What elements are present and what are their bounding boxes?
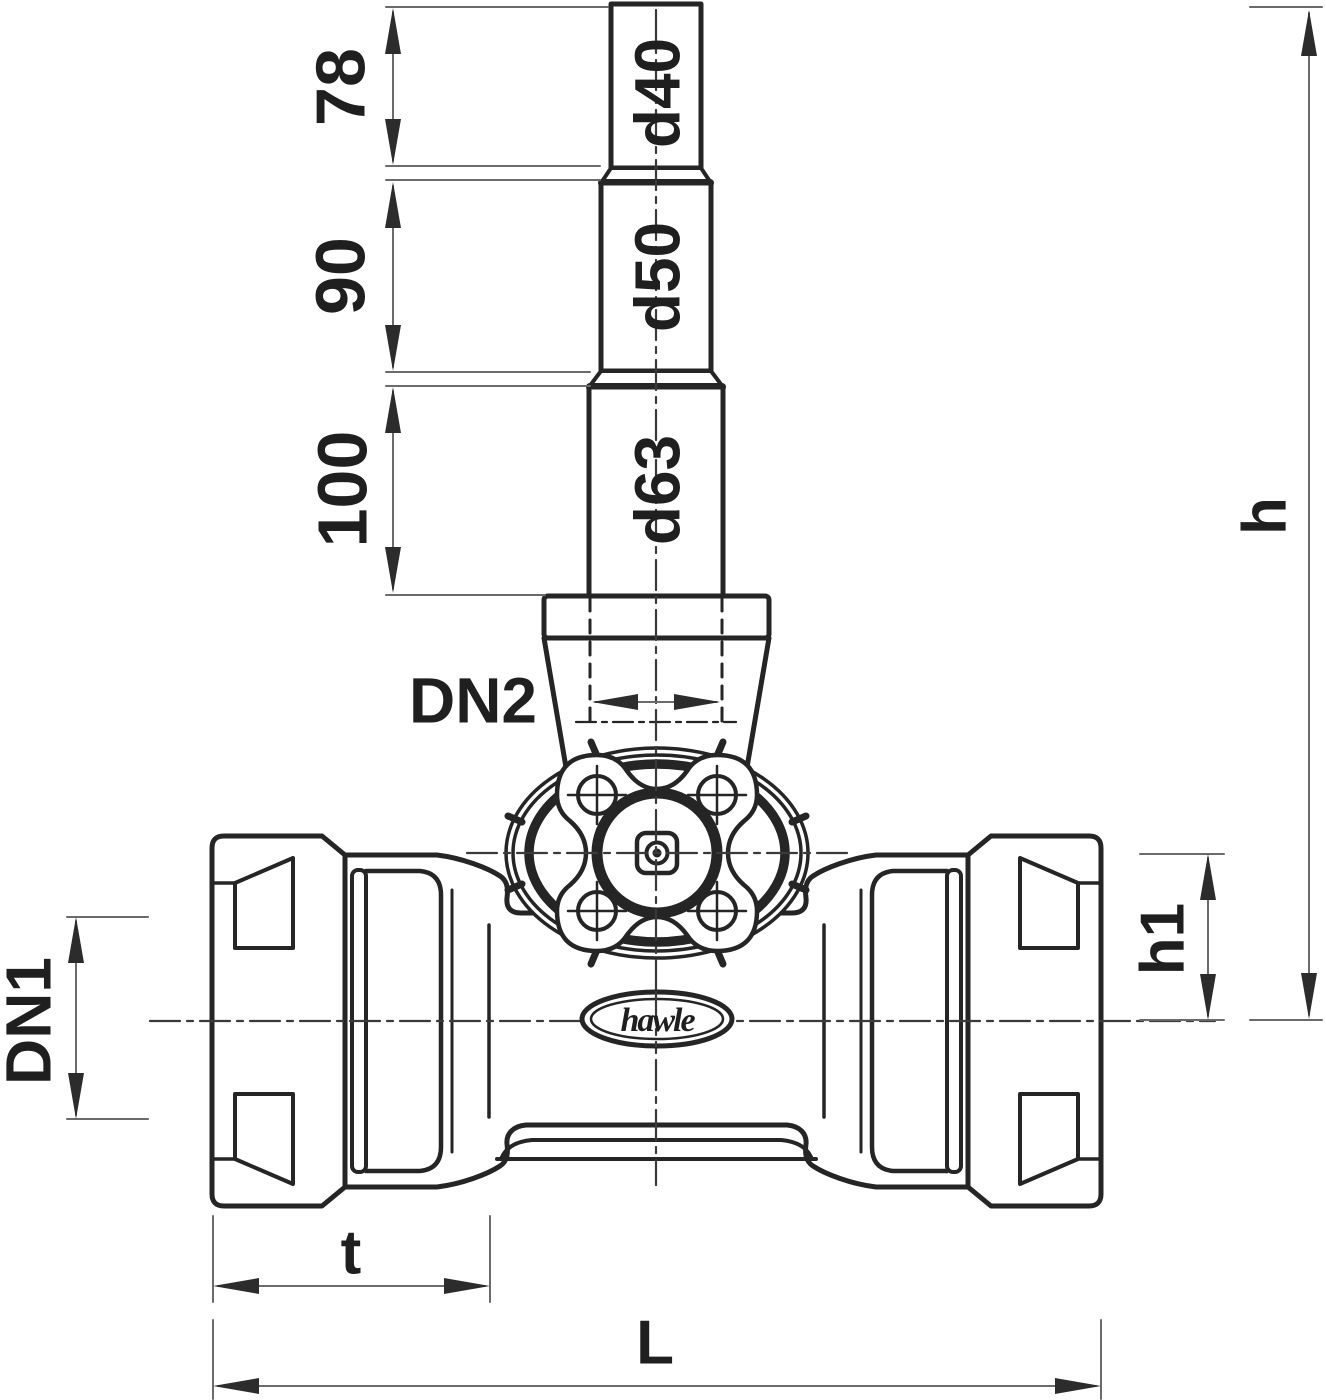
label-dn1: DN1 [0, 957, 64, 1085]
arrow-L-right [1055, 1378, 1101, 1394]
label-t: t [341, 1219, 362, 1288]
hawle-logo [579, 989, 735, 1049]
logo-text: hawle [620, 1002, 695, 1039]
bolt-bottom-right [686, 880, 748, 942]
label-78: 78 [302, 48, 380, 126]
arrow-h-down [1301, 973, 1317, 1019]
label-90: 90 [302, 237, 380, 315]
arrow-h1-down [1200, 974, 1216, 1020]
arrow-L-left [213, 1378, 259, 1394]
arrow-100-down [385, 547, 401, 593]
arrow-h-up [1301, 10, 1317, 56]
arrow-h1-up [1200, 854, 1216, 900]
cap-cone-insert-top [233, 856, 295, 950]
label-d63: d63 [621, 435, 693, 545]
bolt-top-right [686, 764, 748, 826]
bolt-bottom-left [566, 880, 628, 942]
label-dn2: DN2 [409, 664, 537, 736]
arrow-t-right [444, 1278, 490, 1294]
arrow-90-down [385, 325, 401, 371]
cap-cone-insert-bottom [233, 1092, 295, 1186]
arrow-100-up [385, 387, 401, 433]
arrow-78-down [385, 119, 401, 165]
body-top-profile [342, 852, 543, 916]
label-100: 100 [304, 431, 382, 548]
label-h: h [1231, 497, 1300, 535]
arrow-78-up [385, 8, 401, 54]
label-L: L [636, 1309, 674, 1378]
arrow-90-up [385, 182, 401, 228]
centerlines [148, 8, 1217, 1187]
foot-band-top [500, 1138, 660, 1159]
arrow-dn1-down [68, 1073, 84, 1119]
labels: 78 90 100 d40 d50 d63 DN2 DN1 h1 h t L h… [0, 38, 1300, 1378]
arrow-dn2-left [592, 694, 638, 710]
label-d50: d50 [621, 222, 693, 332]
arrow-dn1-up [68, 917, 84, 963]
arrow-t-left [213, 1278, 259, 1294]
label-d40: d40 [621, 38, 693, 148]
label-h1: h1 [1129, 903, 1198, 975]
dimension-arrowheads [68, 8, 1317, 1394]
arrow-dn2-right [674, 694, 720, 710]
bonnet-bolts [566, 764, 748, 942]
bolt-top-left [566, 764, 628, 826]
